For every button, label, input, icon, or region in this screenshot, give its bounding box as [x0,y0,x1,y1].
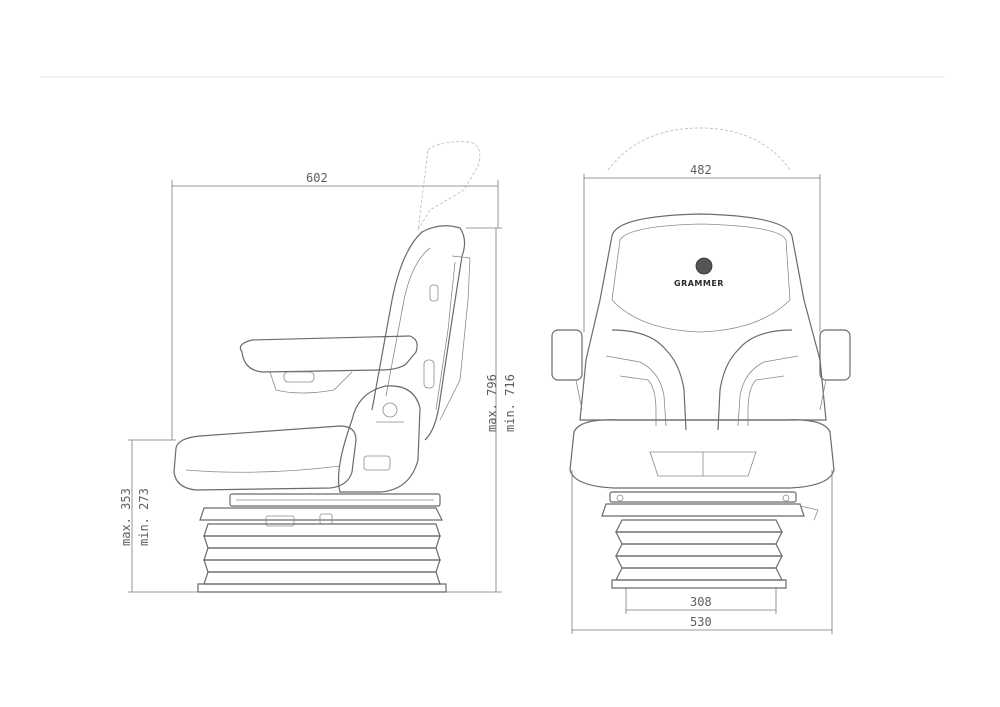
side-armrest-adjuster [283,371,315,383]
front-seat-cushion [569,419,835,489]
side-dim-602-label: 602 [306,171,328,185]
side-height-knob [265,515,295,527]
front-headrest-ghost [607,127,791,171]
side-backrest-inner [385,247,456,411]
front-logo-text: GRAMMER [674,279,724,288]
front-armrest-right-post [819,379,827,411]
side-backrest-rear-panel [439,255,471,421]
front-seat-front-handle [649,451,757,477]
side-seat-cushion-seam [185,465,341,473]
front-armrest-left [551,329,583,381]
front-armrest-right [819,329,851,381]
front-view: GRAMMER [551,127,851,634]
side-backrest [371,225,466,441]
front-contour-right-inner [737,355,799,427]
side-bellows [203,523,441,585]
front-suspension-plate [601,503,805,517]
side-suspension-handle [319,513,333,525]
front-contour-right [717,329,793,431]
front-bolt-right [782,494,790,502]
side-pivot-plate [337,385,421,493]
side-armrest [239,335,418,373]
side-recline-lever [423,359,435,389]
side-view: 602 max. 796 min. 716 max. 353 min. 273 [119,141,517,593]
side-suspension-plate [199,507,443,521]
side-slide-rail [229,493,441,507]
front-contour-left-inner [605,355,667,427]
side-dim-seat-min-label: min. 273 [137,488,151,546]
front-armrest-left-post [575,379,583,411]
side-seat-cushion [173,425,357,491]
front-contour-left [611,329,687,431]
front-contour-right-lower [747,375,785,426]
front-logo-emblem [695,257,713,275]
front-slide-rail [609,491,797,503]
side-headrest-ghost [417,141,481,231]
front-bellows [615,519,783,581]
front-base-plate [611,579,787,589]
front-bolt-left [616,494,624,502]
side-dim-seat-max-label: max. 353 [119,488,133,546]
side-armrest-support [269,371,353,394]
side-pivot-logo [382,402,398,418]
front-side-lever [799,505,819,521]
front-dim-308-label: 308 [690,595,712,609]
front-dim-482-label: 482 [690,163,712,177]
front-backrest [579,213,827,421]
side-pivot-knob [363,455,391,471]
front-contour-left-lower [619,375,657,426]
side-dim-backrest-min-label: min. 716 [503,374,517,432]
side-dim-backrest-max-label: max. 796 [485,374,499,432]
side-lumbar-handle [429,284,439,302]
front-backrest-upper-panel [611,223,791,333]
side-base-plate [197,583,447,593]
front-dim-530-label: 530 [690,615,712,629]
